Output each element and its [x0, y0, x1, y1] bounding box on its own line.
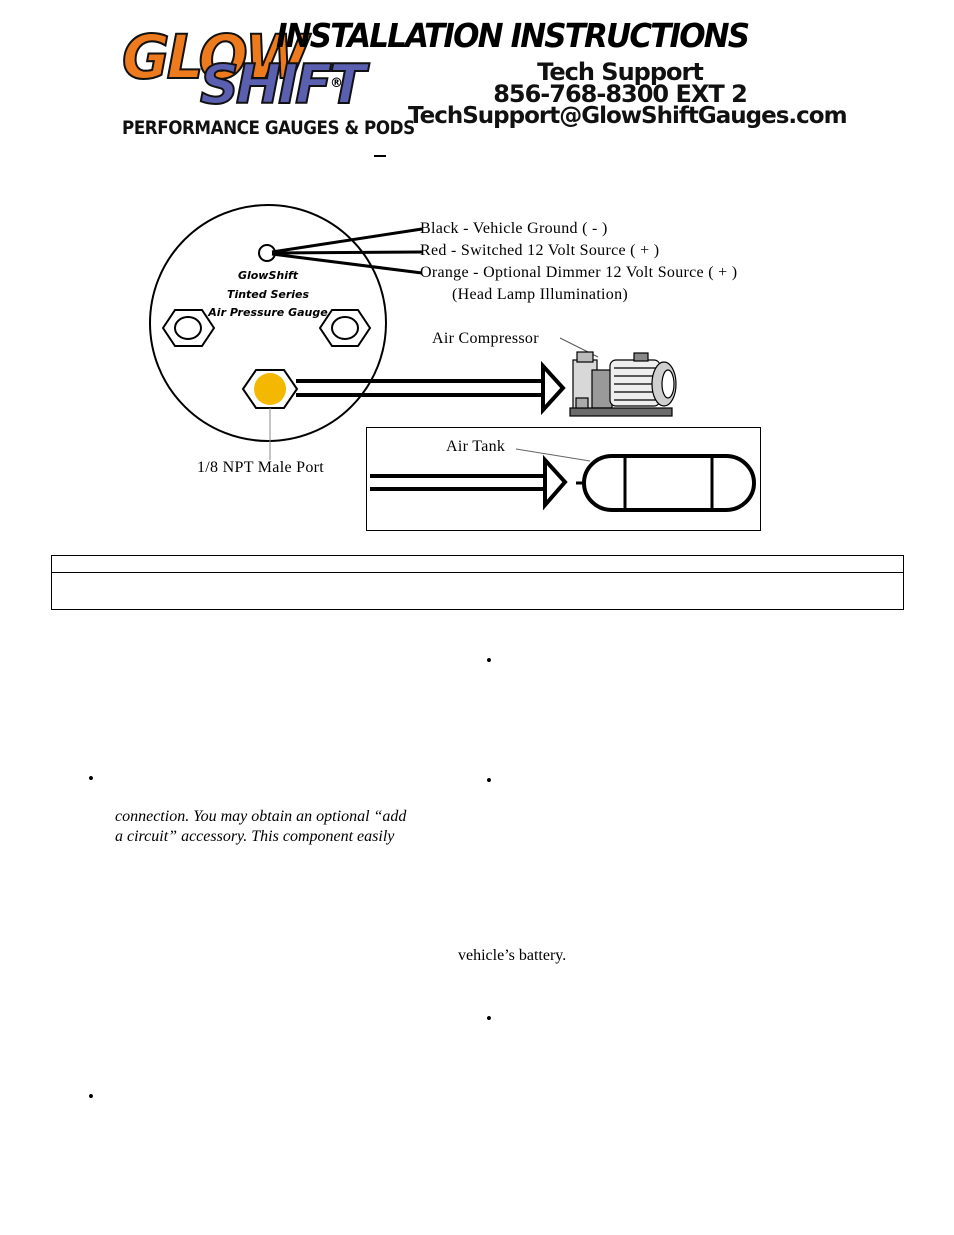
info-table — [51, 555, 904, 610]
support-label: Tech Support — [537, 58, 704, 86]
bullet-right-3: • — [486, 1009, 492, 1028]
support-phone: 856-768-8300 EXT 2 — [493, 80, 748, 108]
wire-label-black: Black - Vehicle Ground ( - ) — [420, 220, 608, 237]
table-divider — [52, 572, 903, 573]
page-title: INSTALLATION INSTRUCTIONS — [276, 16, 750, 55]
right-hex-nut — [318, 309, 372, 347]
air-line-arrow — [541, 360, 566, 416]
gauge-brand: GlowShift — [237, 269, 299, 282]
port-label: 1/8 NPT Male Port — [197, 459, 325, 476]
air-compressor-illustration — [569, 351, 677, 417]
wiring-diagram — [149, 204, 756, 512]
registered-mark: ® — [330, 76, 343, 91]
left-col-text-line1: connection. You may obtain an optional “… — [115, 808, 407, 825]
gauge-series: Tinted Series — [226, 288, 310, 301]
wire-label-orange: Orange - Optional Dimmer 12 Volt Source … — [420, 264, 738, 281]
wire-orange — [271, 252, 423, 275]
left-hex-nut — [161, 309, 216, 347]
logo-tagline: PERFORMANCE GAUGES & PODS — [122, 117, 415, 139]
wire-note: (Head Lamp Illumination) — [452, 286, 629, 303]
bullet-left-2: • — [88, 1087, 94, 1106]
wire-black — [271, 227, 423, 254]
tank-arrow — [543, 454, 568, 511]
right-col-text: vehicle’s battery. — [458, 947, 567, 964]
support-email: TechSupport@GlowShiftGauges.com — [408, 103, 848, 129]
wire-label-red: Red - Switched 12 Volt Source ( + ) — [420, 242, 660, 259]
tank-leader-line — [515, 448, 591, 462]
npt-port — [241, 369, 299, 409]
left-col-text-line2: a circuit” accessory. This component eas… — [115, 828, 395, 845]
divider-dash — [374, 155, 386, 157]
logo-glow-text: GLOW — [121, 21, 310, 93]
tank-label: Air Tank — [446, 438, 506, 455]
compressor-label: Air Compressor — [432, 330, 539, 347]
bullet-left-1: • — [88, 769, 94, 788]
logo-shift-text: SHIFT — [199, 53, 367, 116]
wire-red — [271, 250, 423, 255]
bullet-right-2: • — [486, 771, 492, 790]
bullet-right-1: • — [486, 651, 492, 670]
gauge-type: Air Pressure Gauge — [208, 306, 328, 319]
air-tank-box — [366, 427, 761, 531]
